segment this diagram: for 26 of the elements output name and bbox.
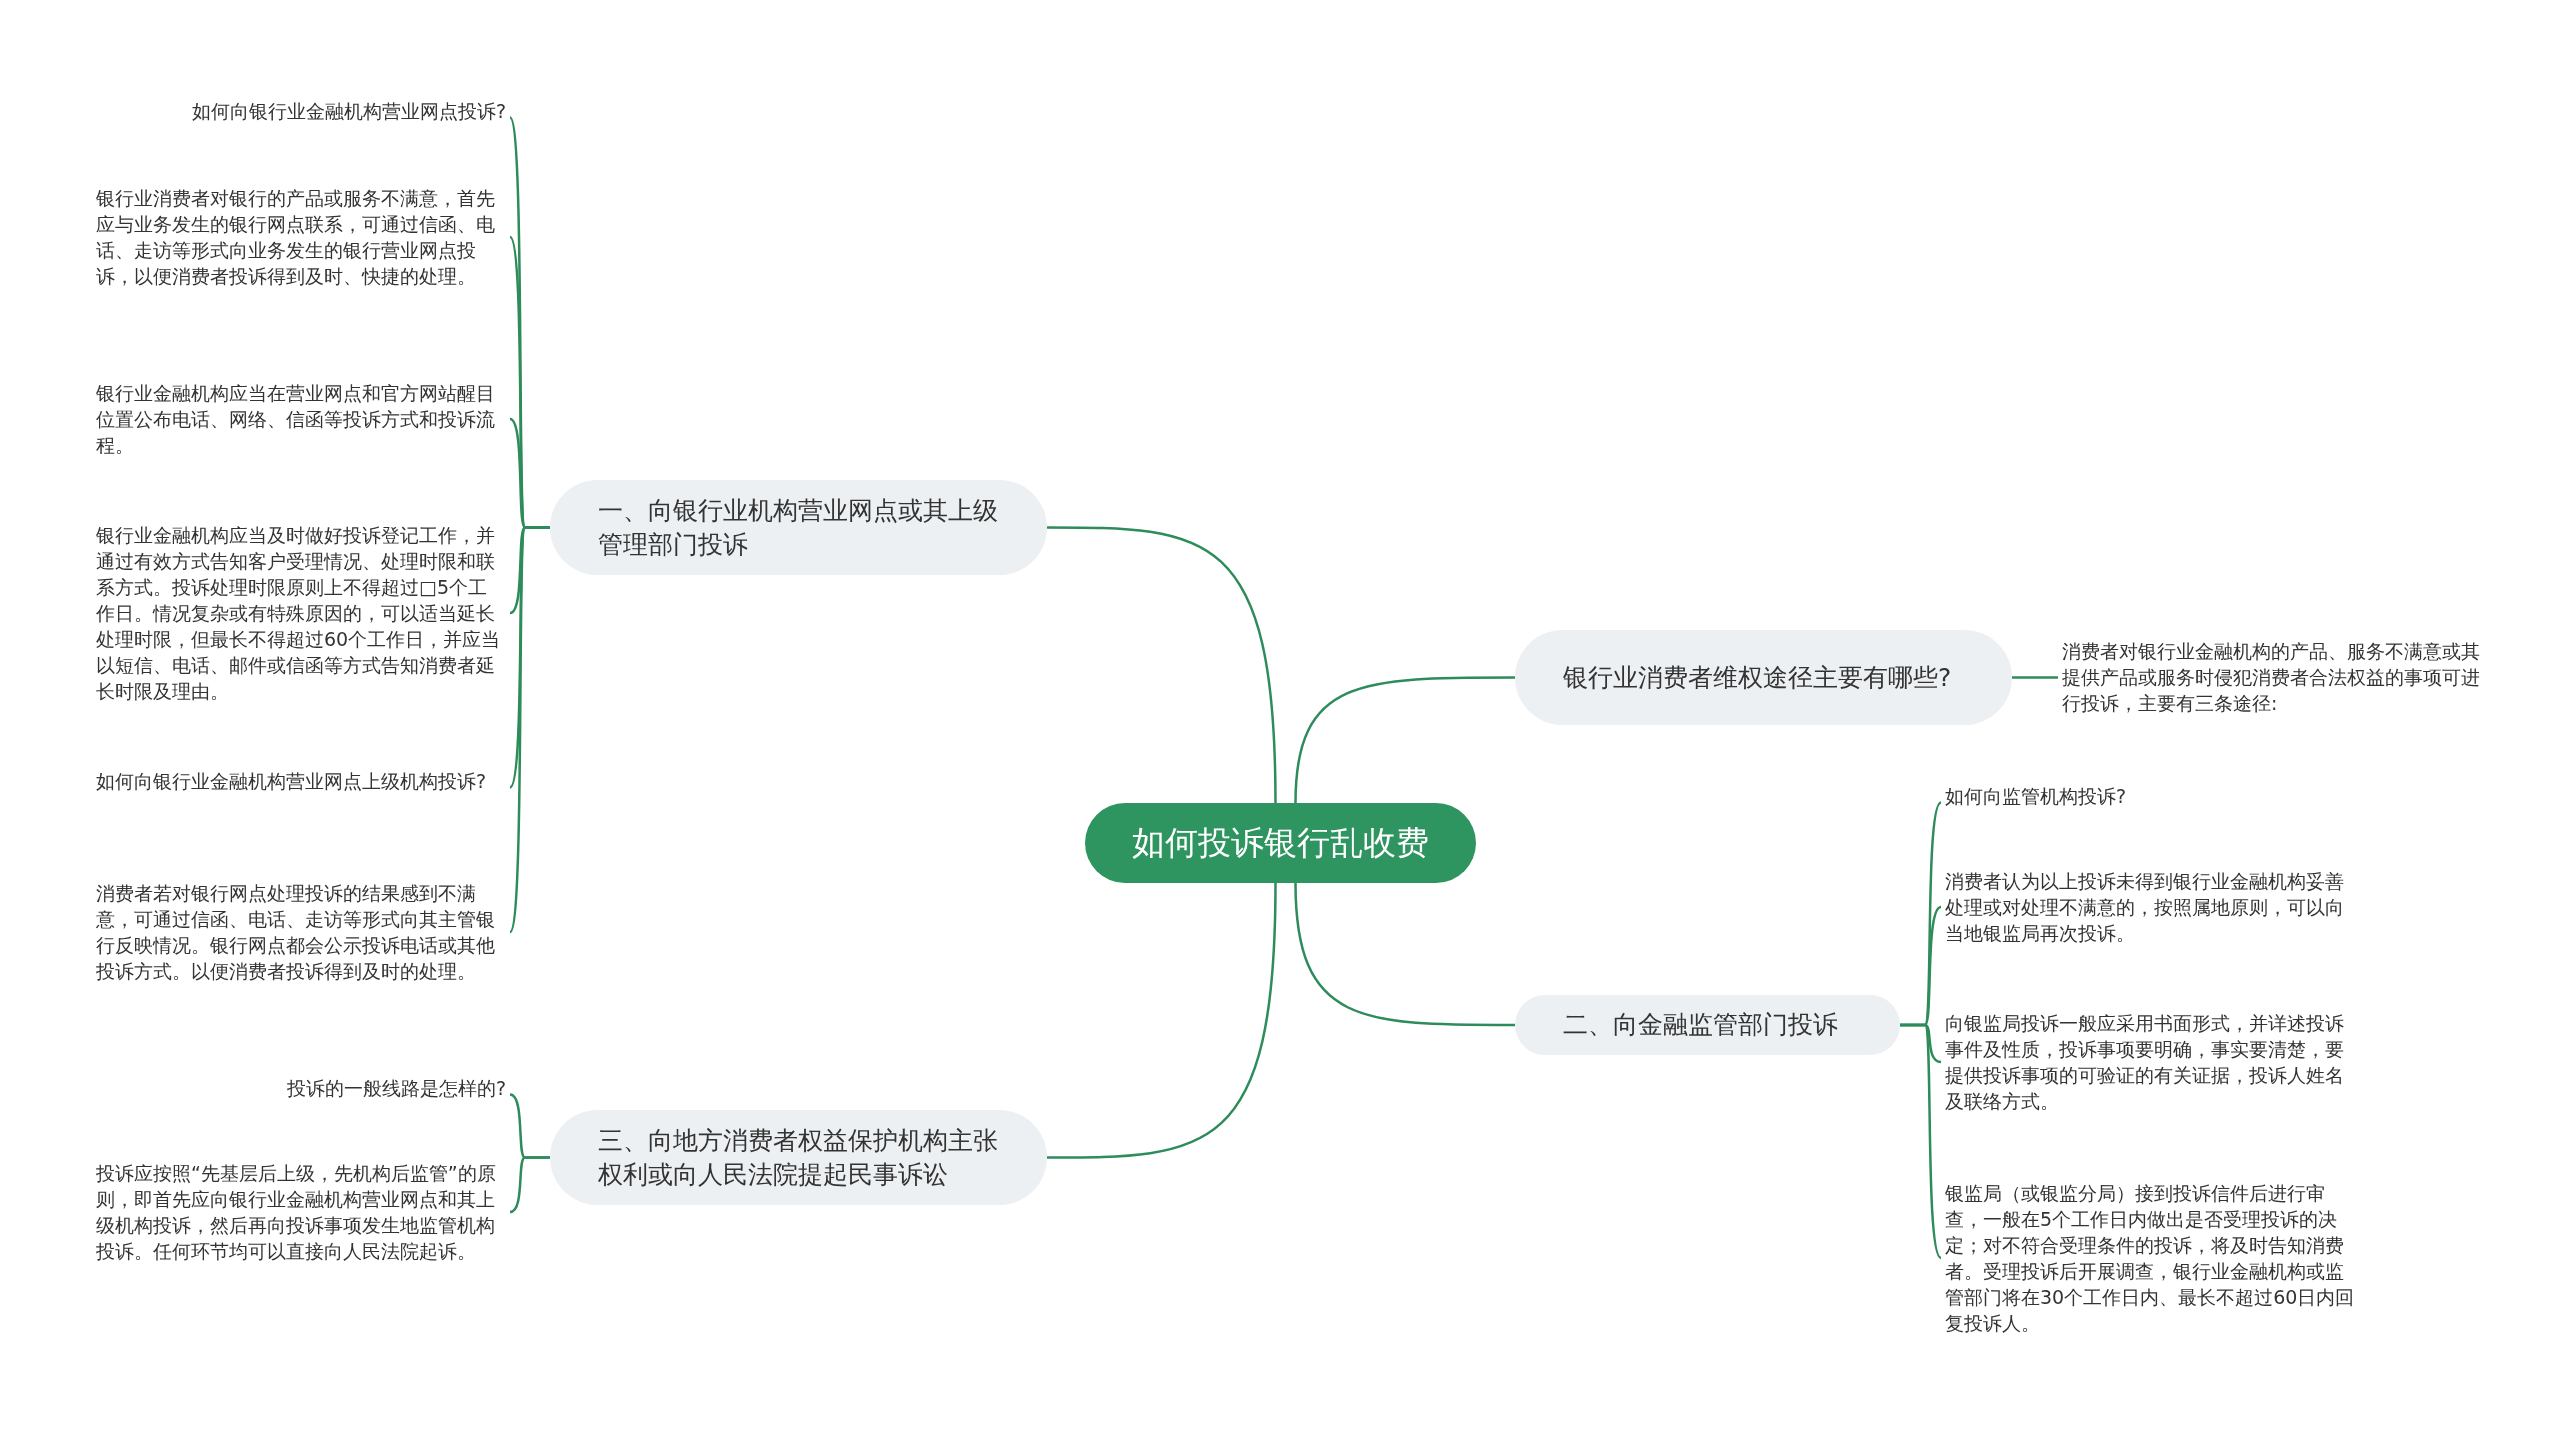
leaf-text: 银监局（或银监分局）接到投诉信件后进行审查，一般在5个工作日内做出是否受理投诉的决定；对不符合受理条件的投诉，将及时告知消费者。受理投诉后开展调查，银行业金融机构或监管部门将在30个工作日内、最长不超过60日内回复投诉人。 bbox=[1945, 1180, 2360, 1336]
leaf-text: 投诉应按照“先基层后上级，先机构后监管”的原则，即首先应向银行业金融机构营业网点和其上级机构投诉，然后再向投诉事项发生地监管机构投诉。任何环节均可以直接向人民法院起诉。 bbox=[96, 1160, 506, 1264]
connector bbox=[2012, 676, 2058, 679]
leaf-text: 如何向银行业金融机构营业网点上级机构投诉? bbox=[96, 768, 506, 794]
branch-topic: 二、向金融监管部门投诉 bbox=[1515, 995, 1900, 1055]
branch-topic: 三、向地方消费者权益保护机构主张权利或向人民法院提起民事诉讼 bbox=[550, 1110, 1047, 1205]
connector bbox=[1294, 882, 1515, 1027]
leaf-text: 银行业消费者对银行的产品或服务不满意，首先应与业务发生的银行网点联系，可通过信函、电话、走访等形式向业务发生的银行营业网点投诉，以便消费者投诉得到及时、快捷的处理。 bbox=[96, 185, 506, 289]
leaf-text: 消费者若对银行网点处理投诉的结果感到不满意，可通过信函、电话、走访等形式向其主管银行反映情况。银行网点都会公示投诉电话或其他投诉方式。以便消费者投诉得到及时的处理。 bbox=[96, 880, 506, 984]
leaf-text: 银行业金融机构应当在营业网点和官方网站醒目位置公布电话、网络、信函等投诉方式和投诉流程。 bbox=[96, 380, 506, 458]
leaf-text: 如何向银行业金融机构营业网点投诉? bbox=[96, 98, 506, 124]
leaf-text: 如何向监管机构投诉? bbox=[1945, 783, 2360, 809]
branch-topic: 银行业消费者维权途径主要有哪些? bbox=[1515, 630, 2012, 725]
branch-topic: 一、向银行业机构营业网点或其上级管理部门投诉 bbox=[550, 480, 1047, 575]
leaf-text: 消费者认为以上投诉未得到银行业金融机构妥善处理或对处理不满意的，按照属地原则，可以向当地银监局再次投诉。 bbox=[1945, 868, 2360, 946]
connector bbox=[509, 1156, 550, 1214]
connector bbox=[508, 526, 550, 933]
leaf-text: 消费者对银行业金融机构的产品、服务不满意或其提供产品或服务时侵犯消费者合法权益的事项可进行投诉，主要有三条途径: bbox=[2062, 638, 2482, 716]
leaf-text: 向银监局投诉一般应采用书面形式，并详述投诉事件及性质，投诉事项要明确，事实要清楚，要提供投诉事项的可验证的有关证据，投诉人姓名及联络方式。 bbox=[1945, 1010, 2360, 1114]
connector bbox=[1047, 526, 1277, 804]
central-topic: 如何投诉银行乱收费 bbox=[1085, 803, 1476, 883]
connector bbox=[1294, 676, 1515, 804]
connector bbox=[1047, 882, 1277, 1159]
connector bbox=[1900, 1023, 1942, 1259]
leaf-text: 银行业金融机构应当及时做好投诉登记工作，并通过有效方式告知客户受理情况、处理时限和联系方式。投诉处理时限原则上不得超过□5个工作日。情况复杂或有特殊原因的，可以适当延长处理时限，但最长不得超过60个工作日，并应当以短信、电话、邮件或信函等方式告知消费者延长时限及理由。 bbox=[96, 522, 506, 704]
leaf-text: 投诉的一般线路是怎样的? bbox=[96, 1075, 506, 1101]
